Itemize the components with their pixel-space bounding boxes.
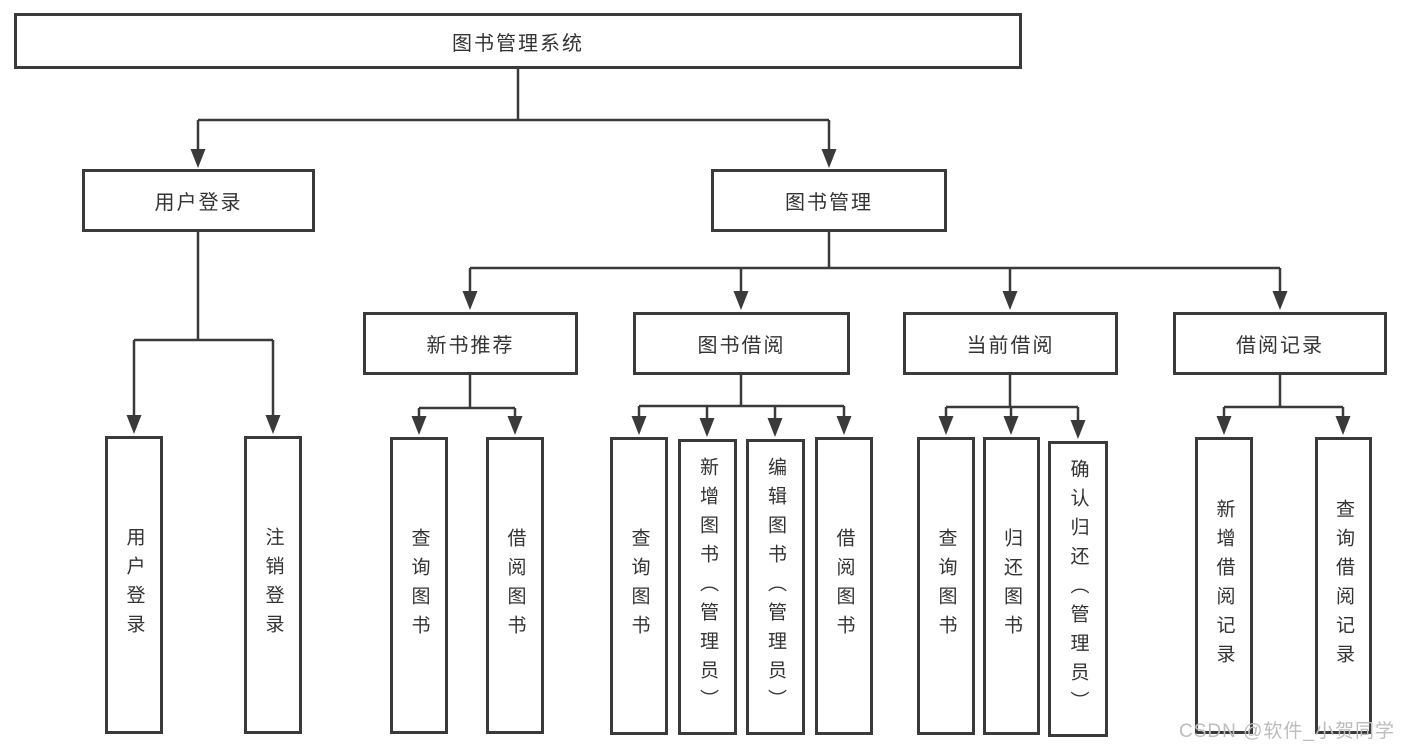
arrowhead [1002,291,1018,310]
arrowhead [767,418,783,437]
leaf-logout: 注销登录 [244,436,302,734]
node-book-management-module: 图书管理 [711,169,947,232]
leaf-query-books-borrowing: 查询图书 [610,437,668,735]
leaf-label: 归还图书 [1001,528,1022,644]
edge-book-mgmt-to-level2 [462,232,1288,310]
leaf-query-books-recommend: 查询图书 [390,437,448,734]
arrowhead [733,291,749,310]
leaf-confirm-return-admin: 确认归还（管理员） [1048,441,1108,737]
leaf-label: 借阅图书 [833,528,855,644]
leaf-label: 查询借阅记录 [1333,498,1354,673]
arrowhead [1335,416,1351,435]
leaf-add-books-admin: 新增图书（管理员） [678,439,737,735]
node-book-borrowing: 图书借阅 [633,312,850,375]
leaf-borrow-books-borrowing: 借阅图书 [815,437,873,735]
leaf-label: 确认归还（管理员） [1067,458,1089,720]
arrowhead [1070,420,1086,439]
leaf-label: 查询图书 [408,527,430,644]
leaf-label: 用户登录 [123,527,145,643]
leaf-user-login: 用户登录 [105,436,163,734]
arrowhead [1003,416,1019,435]
edge-borrow-records-to-leaves [1216,375,1351,435]
node-borrowing-records: 借阅记录 [1173,312,1387,375]
leaf-label: 注销登录 [262,527,284,643]
arrowhead [126,415,142,434]
leaf-add-borrow-record: 新增借阅记录 [1195,437,1253,734]
leaf-label: 借阅图书 [504,527,526,644]
csdn-watermark: CSDN @软件_小贺同学 [1179,721,1395,742]
node-user-login-module: 用户登录 [82,169,315,232]
edge-book-borrow-to-leaves [631,375,852,437]
arrowhead [699,418,715,437]
edge-new-book-to-leaves [411,375,523,435]
arrowhead [507,416,523,435]
leaf-label: 新增借阅记录 [1213,498,1235,673]
leaf-label: 新增图书（管理员） [697,456,718,718]
leaf-edit-books-admin: 编辑图书（管理员） [746,439,805,735]
leaf-query-books-current: 查询图书 [917,437,975,735]
arrowhead [1272,291,1288,310]
arrowhead [265,415,281,434]
arrowhead [836,416,852,435]
arrowhead [631,416,647,435]
leaf-query-borrow-record: 查询借阅记录 [1315,437,1372,734]
arrowhead [1216,416,1232,435]
leaf-borrow-books-recommend: 借阅图书 [486,437,544,734]
node-current-borrowing: 当前借阅 [903,312,1118,375]
leaf-label: 编辑图书（管理员） [765,456,786,718]
arrowhead [938,416,954,435]
arrowhead [462,291,478,310]
leaf-return-books: 归还图书 [983,437,1040,735]
edge-root-to-level1 [190,69,837,168]
node-root-library-system: 图书管理系统 [14,13,1022,69]
arrowhead [411,416,427,435]
leaf-label: 查询图书 [935,528,957,644]
edge-user-login-to-leaves [126,232,281,434]
arrowhead [821,149,837,168]
node-new-book-recommend: 新书推荐 [363,312,578,375]
arrowhead [190,149,206,168]
leaf-label: 查询图书 [628,528,650,644]
edge-current-borrow-to-leaves [938,375,1086,439]
